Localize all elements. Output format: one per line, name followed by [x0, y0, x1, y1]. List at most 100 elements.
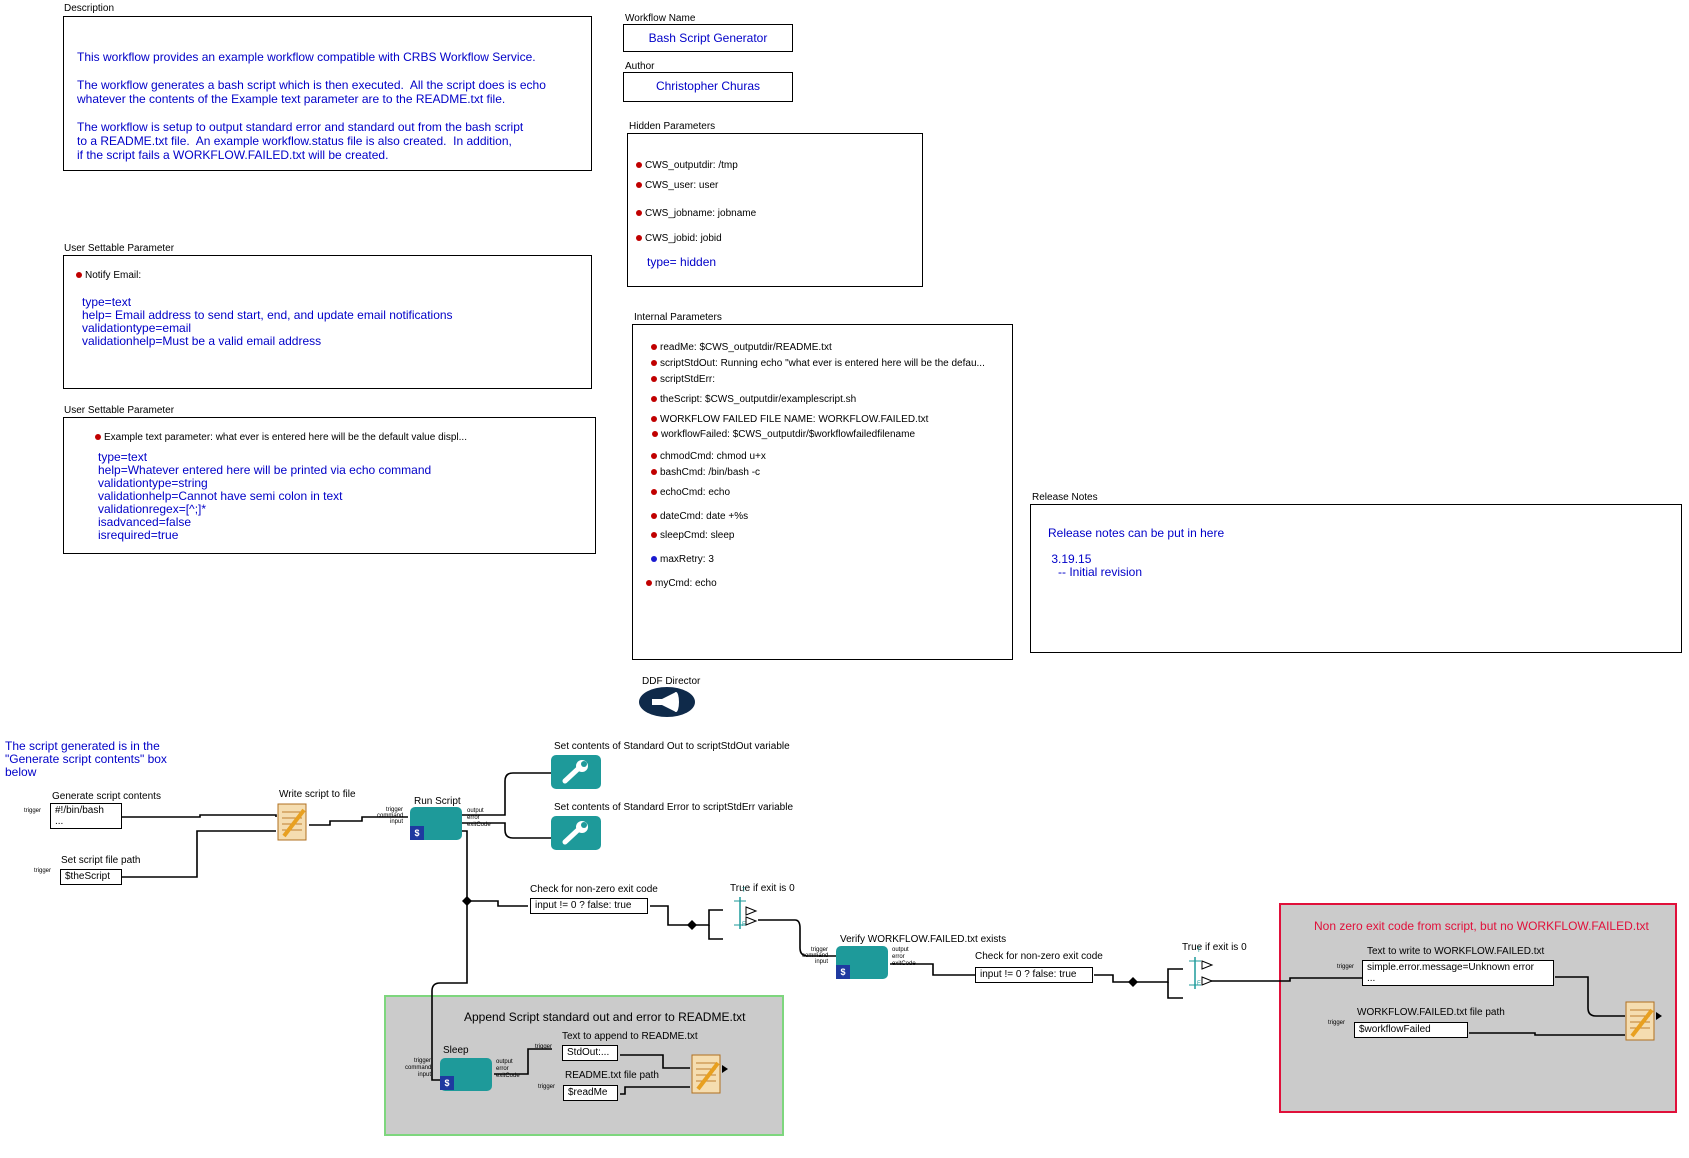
f-port-label: F [1197, 981, 1201, 987]
input-port-label: input [390, 819, 404, 825]
release-notes-caption: Release Notes [1032, 492, 1098, 503]
release-notes-box[interactable]: Release notes can be put in here 3.19.15… [1030, 504, 1682, 653]
failed-path-label: WORKFLOW.FAILED.txt file path [1357, 1007, 1505, 1018]
internal-param[interactable]: readMe: $CWS_outputdir/README.txt [651, 342, 832, 353]
param-dot-icon [636, 162, 642, 169]
file-writer-icon[interactable] [276, 802, 310, 842]
command-port-label: command [405, 1065, 432, 1071]
trigger-port-label: trigger [811, 947, 829, 953]
author-field[interactable]: Christopher Churas [623, 72, 793, 102]
internal-params-box[interactable]: readMe: $CWS_outputdir/README.txt script… [632, 324, 1013, 660]
param-dot-icon [652, 431, 658, 438]
trigger-port-label: trigger [538, 1084, 556, 1090]
failed-composite-box[interactable] [1279, 903, 1677, 1113]
check-nonzero-1-actor[interactable]: input != 0 ? false: true [530, 898, 648, 914]
boolean-switch-icon[interactable] [1182, 953, 1220, 993]
readme-path-actor[interactable]: $readMe [563, 1085, 618, 1101]
t-port-label: T [742, 888, 746, 894]
example-text-param[interactable]: Example text parameter: what ever is ent… [95, 432, 467, 443]
error-port-label: error [496, 1066, 509, 1072]
internal-param[interactable]: scriptStdOut: Running echo "what ever is… [651, 358, 985, 369]
failed-path-actor[interactable]: $workflowFailed [1354, 1022, 1468, 1038]
internal-param[interactable]: WORKFLOW FAILED FILE NAME: WORKFLOW.FAIL… [651, 414, 928, 425]
failed-composite-title: Non zero exit code from script, but no W… [1314, 919, 1649, 933]
param-dot-icon [651, 376, 657, 383]
text-line: -- Initial revision [1048, 565, 1143, 579]
description-caption: Description [64, 3, 115, 14]
author-caption: Author [625, 61, 655, 72]
shell-icon: $ [410, 826, 424, 840]
text-line: The workflow generates a bash script whi… [77, 78, 546, 92]
workflow-name-caption: Workflow Name [625, 13, 696, 24]
internal-param[interactable]: scriptStdErr: [651, 374, 715, 385]
file-writer-icon[interactable] [1624, 1000, 1664, 1044]
param-dot-icon [651, 453, 657, 460]
set-path-actor[interactable]: $theScript [60, 869, 122, 885]
internal-param[interactable]: dateCmd: date +%s [651, 511, 748, 522]
text-failed-label: Text to write to WORKFLOW.FAILED.txt [1367, 946, 1545, 957]
file-writer-icon[interactable] [690, 1053, 730, 1097]
hidden-param[interactable]: CWS_jobname: jobname [636, 208, 756, 219]
text-append-actor[interactable]: StdOut:... [562, 1045, 618, 1061]
text-line: isadvanced=false [98, 515, 192, 529]
director-label: DDF Director [642, 676, 701, 687]
command-port-label: command [377, 813, 404, 819]
internal-param[interactable]: theScript: $CWS_outputdir/examplescript.… [651, 394, 856, 405]
hidden-params-box[interactable]: CWS_outputdir: /tmp CWS_user: user CWS_j… [627, 133, 923, 287]
workflow-name-field[interactable]: Bash Script Generator [623, 24, 793, 52]
param-dot-icon [651, 513, 657, 520]
text-failed-actor[interactable]: simple.error.message=Unknown error ... [1362, 960, 1554, 986]
param-dot-icon [651, 532, 657, 539]
text-line: type=text [82, 295, 132, 309]
trigger-port-label: trigger [414, 1058, 432, 1064]
text-line: 3.19.15 [1048, 552, 1092, 566]
release-notes-text: Release notes can be put in here 3.19.15… [1048, 527, 1224, 579]
param-dot-icon [636, 235, 642, 242]
hidden-type-text: type= hidden [647, 255, 717, 269]
param-dot-icon [651, 556, 657, 563]
user-param-2-box[interactable]: Example text parameter: what ever is ent… [63, 417, 596, 554]
boolean-switch-icon[interactable] [722, 893, 760, 933]
description-box[interactable]: This workflow provides an example workfl… [63, 16, 592, 171]
internal-param[interactable]: sleepCmd: sleep [651, 530, 734, 541]
set-path-label: Set script file path [61, 855, 141, 866]
text-line: validationtype=string [98, 476, 208, 490]
hidden-params-caption: Hidden Parameters [629, 121, 716, 132]
generate-script-actor[interactable]: #!/bin/bash ... [50, 803, 122, 829]
notify-email-param[interactable]: Notify Email: [76, 270, 141, 281]
hidden-param[interactable]: CWS_user: user [636, 180, 718, 191]
internal-param[interactable]: bashCmd: /bin/bash -c [651, 467, 760, 478]
true-if-0-1-label: True if exit is 0 [730, 883, 795, 894]
sleep-label: Sleep [443, 1045, 469, 1056]
text-line: to a README.txt file. An example workflo… [77, 134, 512, 148]
set-variable-wrench-icon[interactable] [551, 816, 601, 850]
hidden-param[interactable]: CWS_jobid: jobid [636, 233, 722, 244]
ddf-director-icon[interactable] [638, 686, 696, 718]
param-dot-icon [651, 469, 657, 476]
check-nonzero-2-actor[interactable]: input != 0 ? false: true [975, 967, 1093, 983]
internal-param[interactable]: echoCmd: echo [651, 487, 730, 498]
user-param-1-caption: User Settable Parameter [64, 243, 175, 254]
text-line: isrequired=true [98, 528, 179, 542]
text-line: validationhelp=Cannot have semi colon in… [98, 489, 343, 503]
internal-param[interactable]: maxRetry: 3 [651, 554, 714, 565]
set-variable-wrench-icon[interactable] [551, 755, 601, 789]
param-dot-icon [651, 396, 657, 403]
text-line: type=text [98, 450, 148, 464]
hidden-param[interactable]: CWS_outputdir: /tmp [636, 160, 738, 171]
note-text: The script generated is in the "Generate… [5, 739, 167, 779]
text-line: help= Email address to send start, end, … [82, 308, 453, 322]
internal-param[interactable]: myCmd: echo [646, 578, 717, 589]
param-dot-icon [651, 344, 657, 351]
param-dot-icon [636, 210, 642, 217]
trigger-port-label: trigger [1337, 964, 1355, 970]
internal-param[interactable]: workflowFailed: $CWS_outputdir/$workflow… [652, 429, 915, 440]
exitcode-port-label: exitCode [892, 961, 916, 967]
user-param-2-caption: User Settable Parameter [64, 405, 175, 416]
output-port-label: output [892, 947, 909, 953]
internal-param[interactable]: chmodCmd: chmod u+x [651, 451, 766, 462]
generate-script-label: Generate script contents [52, 791, 161, 802]
